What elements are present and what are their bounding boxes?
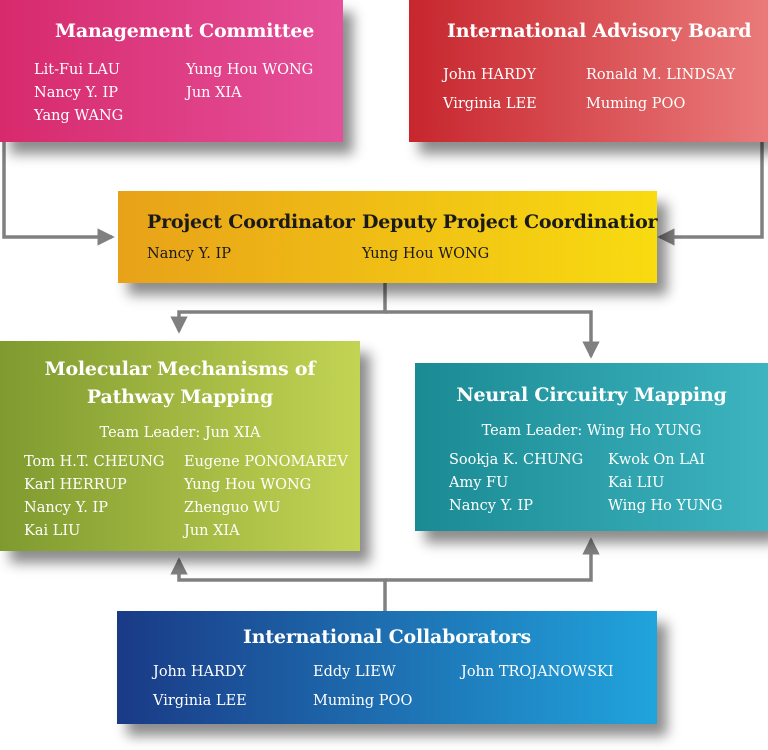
advisory-member: Muming POO	[586, 96, 686, 112]
molecular-title-line2: Pathway Mapping	[86, 386, 274, 408]
arrow-advisory-to-coordinator	[657, 142, 764, 246]
molecular-member: Yung Hou WONG	[184, 477, 312, 493]
collaborator: John HARDY	[153, 664, 247, 680]
molecular-member: Jun XIA	[184, 523, 240, 539]
project-coordinator-title: Project Coordinator	[147, 211, 355, 233]
molecular-mechanisms-box: Molecular Mechanisms of Pathway Mapping …	[0, 341, 360, 551]
management-member: Jun XIA	[186, 85, 242, 101]
deputy-coordinator-title: Deputy Project Coordinatior	[362, 211, 658, 233]
arrow-coordinator-to-neural	[385, 310, 600, 359]
arrow-coordinator-to-molecular	[170, 283, 387, 334]
molecular-title-line1: Molecular Mechanisms of	[44, 358, 316, 380]
molecular-team-leader: Team Leader: Jun XIA	[99, 425, 261, 441]
neural-team-leader: Team Leader: Wing Ho YUNG	[481, 423, 702, 439]
deputy-coordinator-name: Yung Hou WONG	[362, 246, 490, 262]
neural-title: Neural Circuitry Mapping	[456, 384, 727, 406]
molecular-member: Zhenguo WU	[184, 500, 281, 516]
management-committee-title: Management Committee	[55, 20, 315, 42]
collaborator: Muming POO	[313, 693, 413, 709]
management-member: Lit-Fui LAU	[34, 62, 120, 78]
advisory-board-box: International Advisory Board John HARDY …	[409, 0, 768, 142]
management-committee-box: Management Committee Lit-Fui LAU Nancy Y…	[0, 0, 343, 142]
molecular-member: Karl HERRUP	[24, 477, 127, 493]
collaborator: John TROJANOWSKI	[461, 664, 614, 680]
neural-member: Kwok On LAI	[608, 452, 706, 468]
advisory-member: Virginia LEE	[443, 96, 537, 112]
management-member: Nancy Y. IP	[34, 85, 118, 101]
neural-member: Sookja K. CHUNG	[449, 452, 584, 468]
neural-member: Nancy Y. IP	[449, 498, 533, 514]
collaborator: Virginia LEE	[153, 693, 247, 709]
molecular-member: Kai LIU	[24, 523, 81, 539]
project-coordinator-name: Nancy Y. IP	[147, 246, 231, 262]
collaborators-title: International Collaborators	[243, 626, 531, 648]
molecular-member: Tom H.T. CHEUNG	[24, 454, 165, 470]
management-member: Yung Hou WONG	[186, 62, 314, 78]
arrow-collaborators-to-molecular	[170, 557, 387, 611]
collaborator: Eddy LIEW	[313, 664, 396, 680]
advisory-board-title: International Advisory Board	[447, 20, 752, 42]
advisory-member: John HARDY	[443, 67, 537, 83]
collaborators-box: International Collaborators John HARDY V…	[117, 611, 657, 724]
coordinator-box: Project Coordinator Nancy Y. IP Deputy P…	[118, 191, 658, 283]
molecular-member: Nancy Y. IP	[24, 500, 108, 516]
molecular-member: Eugene PONOMAREV	[184, 454, 348, 470]
neural-circuitry-box: Neural Circuitry Mapping Team Leader: Wi…	[415, 363, 768, 531]
neural-member: Amy FU	[449, 475, 509, 491]
arrow-management-to-coordinator	[2, 142, 115, 246]
advisory-member: Ronald M. LINDSAY	[586, 67, 736, 83]
neural-member: Kai LIU	[608, 475, 665, 491]
neural-member: Wing Ho YUNG	[608, 498, 723, 514]
management-member: Yang WANG	[34, 108, 124, 124]
arrow-collaborators-to-neural	[385, 537, 600, 582]
